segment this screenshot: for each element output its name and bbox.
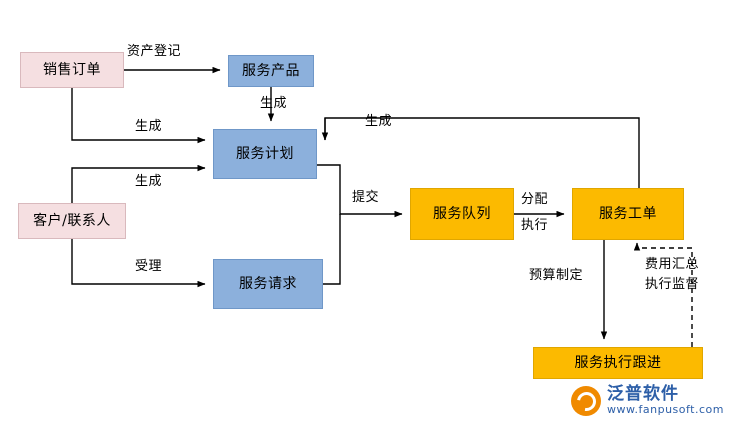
fanpusoft-logo-icon: [571, 386, 602, 416]
watermark-brand-cn: 泛普软件: [607, 384, 680, 405]
node-service-request[interactable]: 服务请求: [213, 259, 323, 309]
watermark: 泛普软件 www.fanpusoft.com: [571, 384, 724, 417]
node-service-workorder[interactable]: 服务工单: [572, 188, 684, 240]
edge-label-cost-summary: 费用汇总: [645, 257, 700, 272]
edge-label-asset-register: 资产登记: [127, 44, 182, 59]
node-service-plan[interactable]: 服务计划: [213, 129, 317, 179]
edge-label-generate-4: 生成: [135, 174, 163, 189]
edge-label-generate-2: 生成: [135, 119, 163, 134]
edge-label-submit: 提交: [352, 190, 380, 205]
edge-service-plan-to-service-queue: [317, 164, 403, 218]
node-service-request-label: 服务请求: [239, 275, 297, 292]
edge-customer-to-service-request: [71, 239, 206, 288]
node-service-followup[interactable]: 服务执行跟进: [533, 347, 703, 379]
node-customer-contact[interactable]: 客户/联系人: [18, 203, 126, 239]
watermark-text: 泛普软件 www.fanpusoft.com: [607, 384, 724, 417]
node-customer-contact-label: 客户/联系人: [33, 212, 111, 229]
edge-followup-to-service-workorder-dashed: [637, 247, 693, 347]
watermark-brand-en: www.fanpusoft.com: [607, 403, 724, 417]
node-service-plan-label: 服务计划: [236, 145, 294, 162]
node-service-followup-label: 服务执行跟进: [574, 354, 662, 371]
edge-label-assign: 分配: [521, 192, 549, 207]
node-service-product-label: 服务产品: [242, 62, 300, 79]
node-service-product[interactable]: 服务产品: [228, 55, 314, 87]
node-service-queue[interactable]: 服务队列: [410, 188, 514, 240]
node-service-queue-label: 服务队列: [433, 205, 491, 222]
edge-customer-to-service-plan: [71, 164, 206, 203]
edge-label-generate-3: 生成: [365, 114, 393, 129]
edge-label-exec-supervise: 执行监督: [645, 277, 700, 292]
edge-label-generate-1: 生成: [260, 96, 288, 111]
node-sales-order[interactable]: 销售订单: [20, 52, 124, 88]
edge-label-accept: 受理: [135, 259, 163, 274]
edge-service-request-to-service-queue: [323, 214, 341, 285]
node-service-workorder-label: 服务工单: [599, 205, 657, 222]
node-sales-order-label: 销售订单: [43, 61, 101, 78]
edge-label-execute: 执行: [521, 218, 549, 233]
edge-label-budget-plan: 预算制定: [529, 268, 584, 283]
edge-sales-order-to-service-plan: [71, 88, 206, 144]
